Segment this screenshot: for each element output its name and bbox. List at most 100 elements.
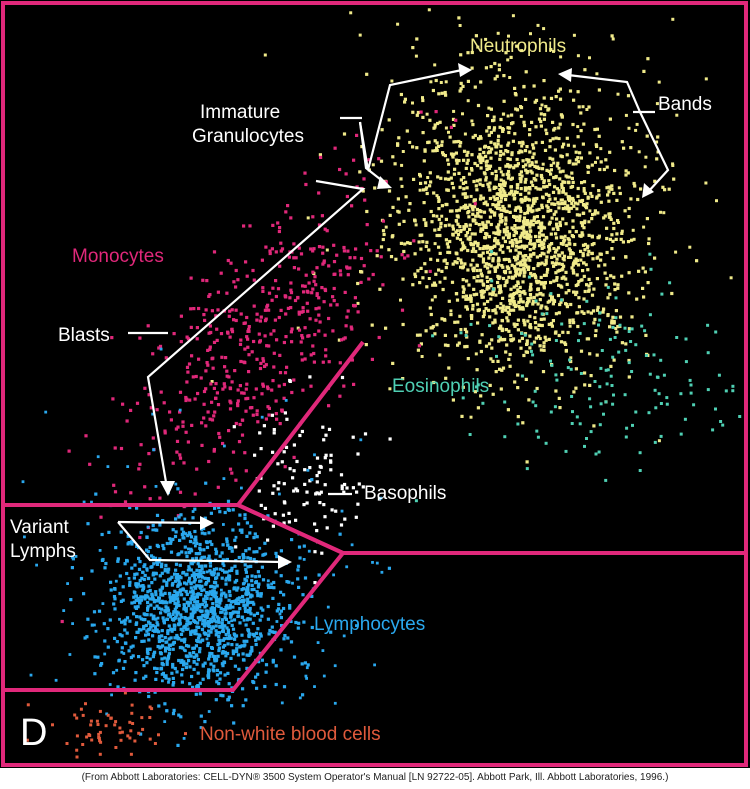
data-point <box>507 232 511 236</box>
data-point <box>146 651 150 656</box>
data-point <box>655 102 659 106</box>
data-point <box>515 44 519 48</box>
data-point <box>550 324 554 328</box>
data-point <box>504 328 508 332</box>
data-point <box>167 624 171 628</box>
data-point <box>85 735 89 739</box>
data-point <box>557 396 561 400</box>
data-point <box>480 333 484 337</box>
data-point <box>485 275 489 279</box>
data-point <box>373 663 376 667</box>
data-point <box>199 376 203 380</box>
data-point <box>631 228 635 232</box>
data-point <box>461 278 465 282</box>
data-point <box>146 601 150 605</box>
data-point <box>538 337 542 341</box>
data-point <box>211 654 215 658</box>
data-point <box>544 258 548 262</box>
data-point <box>266 583 270 587</box>
data-point <box>160 607 164 611</box>
data-point <box>263 334 267 338</box>
data-point <box>313 453 316 457</box>
data-point <box>461 295 465 299</box>
data-point <box>567 241 571 246</box>
data-point <box>419 266 423 270</box>
data-point <box>236 388 240 392</box>
data-point <box>204 613 207 616</box>
data-point <box>126 734 130 738</box>
data-point <box>186 534 190 538</box>
data-point <box>555 276 559 280</box>
data-point <box>490 338 494 342</box>
data-point <box>572 261 576 265</box>
data-point <box>178 390 183 394</box>
data-point <box>214 633 218 637</box>
data-point <box>191 685 195 689</box>
data-point <box>498 306 502 310</box>
data-point <box>603 263 607 267</box>
data-point <box>248 609 252 613</box>
data-point <box>418 281 422 285</box>
data-point <box>493 142 497 146</box>
data-point <box>237 601 241 606</box>
data-point <box>532 272 536 277</box>
data-point <box>182 607 186 611</box>
data-point <box>500 309 504 314</box>
data-point <box>428 171 432 175</box>
data-point <box>160 629 164 633</box>
data-point <box>157 346 161 350</box>
data-point <box>274 551 278 555</box>
data-point <box>191 590 195 594</box>
data-point <box>260 392 264 396</box>
data-point <box>270 630 274 634</box>
data-point <box>526 267 530 271</box>
data-point <box>324 348 328 352</box>
data-point <box>175 670 179 674</box>
data-point <box>232 586 237 590</box>
data-point <box>138 462 142 466</box>
data-point <box>289 306 293 310</box>
data-point <box>460 241 465 245</box>
data-point <box>400 308 405 312</box>
data-point <box>112 595 117 599</box>
data-point <box>465 153 469 157</box>
data-point <box>314 492 318 496</box>
data-point <box>228 603 232 607</box>
data-point <box>582 311 586 315</box>
data-point <box>233 564 237 568</box>
data-point <box>153 599 157 603</box>
data-point <box>182 605 187 609</box>
data-point <box>621 240 625 244</box>
data-point <box>255 590 259 594</box>
data-point <box>97 609 102 613</box>
data-point <box>514 206 518 210</box>
data-point <box>118 591 122 596</box>
data-point <box>551 227 555 231</box>
data-point <box>108 683 112 686</box>
data-point <box>565 136 569 140</box>
data-point <box>175 597 179 601</box>
data-point <box>508 270 512 274</box>
data-point <box>227 429 231 433</box>
data-point <box>627 358 631 363</box>
data-point <box>246 617 250 621</box>
data-point <box>479 80 483 84</box>
data-point <box>454 230 458 234</box>
data-point <box>208 345 212 349</box>
data-point <box>563 200 567 204</box>
data-point <box>509 177 513 181</box>
data-point <box>189 632 193 636</box>
data-point <box>151 655 155 659</box>
data-point <box>536 328 540 332</box>
data-point <box>414 223 418 227</box>
data-point <box>412 177 416 181</box>
data-point <box>194 644 198 648</box>
data-point <box>228 574 232 578</box>
data-point <box>160 562 164 566</box>
data-point <box>205 361 209 365</box>
data-point <box>271 450 275 454</box>
data-point <box>214 552 218 556</box>
data-point <box>459 238 463 242</box>
data-point <box>577 296 581 300</box>
data-point <box>224 582 228 586</box>
